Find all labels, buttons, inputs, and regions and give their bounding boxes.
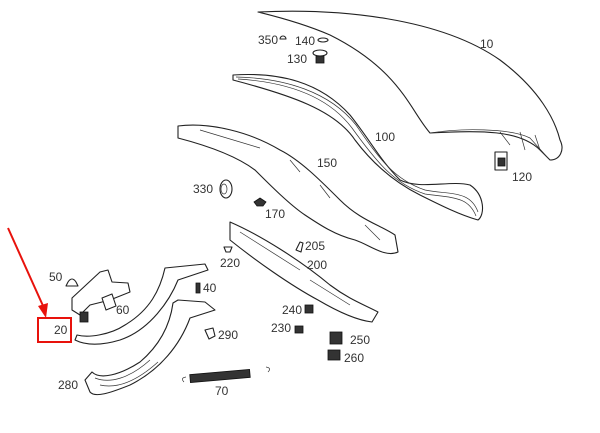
label-10[interactable]: 10 [480, 37, 494, 51]
label-230[interactable]: 230 [271, 321, 291, 335]
label-70[interactable]: 70 [215, 384, 229, 398]
part-220-clip[interactable] [223, 246, 233, 253]
part-200-trim-strip[interactable] [229, 221, 379, 323]
part-20-hinge-arm[interactable] [74, 263, 209, 345]
label-260[interactable]: 260 [344, 351, 364, 365]
part-150-trim-panel[interactable] [177, 124, 399, 254]
label-40[interactable]: 40 [203, 281, 217, 295]
part-130-bumper[interactable] [312, 49, 328, 64]
part-330-clip[interactable] [219, 179, 233, 199]
part-10-trunk-lid[interactable] [257, 10, 563, 161]
part-350-plug[interactable] [279, 35, 287, 40]
part-280-cover[interactable] [84, 299, 216, 396]
part-hinge-bracket[interactable] [71, 269, 131, 323]
label-140[interactable]: 140 [295, 34, 315, 48]
part-260-lock[interactable] [327, 349, 341, 361]
label-280[interactable]: 280 [58, 378, 78, 392]
part-40-bolt[interactable] [195, 282, 201, 294]
part-70-spring[interactable] [182, 366, 270, 384]
part-60-bracket[interactable] [101, 293, 117, 311]
label-150[interactable]: 150 [317, 156, 337, 170]
label-100[interactable]: 100 [375, 130, 395, 144]
label-205[interactable]: 205 [305, 239, 325, 253]
label-350[interactable]: 350 [258, 33, 278, 47]
part-230-clip[interactable] [294, 325, 304, 334]
label-250[interactable]: 250 [350, 333, 370, 347]
label-330[interactable]: 330 [193, 182, 213, 196]
highlight-arrow [7, 227, 48, 318]
label-130[interactable]: 130 [287, 52, 307, 66]
label-170[interactable]: 170 [265, 207, 285, 221]
label-120[interactable]: 120 [512, 170, 532, 184]
part-290-clip[interactable] [204, 327, 216, 340]
part-170-clip[interactable] [253, 197, 267, 207]
part-140-grommet[interactable] [317, 37, 329, 43]
part-205-clip[interactable] [295, 241, 304, 253]
part-120-lock[interactable] [494, 151, 508, 171]
label-60[interactable]: 60 [116, 303, 130, 317]
part-240-clip[interactable] [304, 304, 314, 314]
highlight-box [37, 317, 72, 343]
label-240[interactable]: 240 [282, 303, 302, 317]
label-290[interactable]: 290 [218, 328, 238, 342]
part-100-seal[interactable] [232, 73, 484, 221]
part-250-lock[interactable] [329, 331, 343, 345]
label-220[interactable]: 220 [220, 256, 240, 270]
part-50-nut[interactable] [65, 278, 79, 287]
label-200[interactable]: 200 [307, 258, 327, 272]
label-20[interactable]: 20 [54, 323, 68, 337]
label-50[interactable]: 50 [49, 270, 63, 284]
